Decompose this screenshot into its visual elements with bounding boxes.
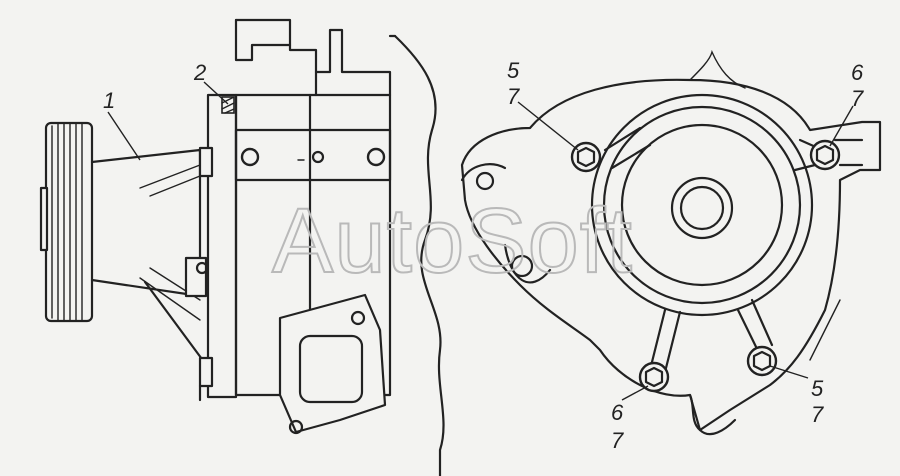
callout-5-bottom-right: 5 [811, 376, 824, 401]
callout-6-bottom-left: 6 [611, 400, 624, 425]
pump-housing-front [460, 78, 882, 432]
impeller-outer [590, 93, 814, 317]
watermark-text: AutoSoft [272, 190, 633, 292]
callout-1: 1 [103, 88, 115, 113]
pulley [39, 121, 94, 323]
bolt-top-left [570, 141, 602, 173]
side-view [39, 18, 445, 476]
shaft-boss [670, 176, 734, 240]
callouts: 1 2 5 7 6 7 6 7 5 7 [103, 58, 864, 453]
callout-2: 2 [193, 60, 206, 85]
bolt-bottom-left [638, 361, 670, 393]
callout-7-bottom-right: 7 [811, 402, 824, 427]
shaft-bore [679, 185, 725, 231]
bolt-bottom-right [746, 345, 778, 377]
flange [198, 93, 238, 402]
bolt-top-right [809, 139, 841, 171]
callout-7-bottom-left: 7 [611, 428, 624, 453]
callout-7-top-left: 7 [507, 84, 520, 109]
outlet-flange [278, 293, 387, 435]
front-view [460, 49, 882, 436]
hub [90, 148, 212, 372]
callout-7-top-right: 7 [851, 86, 864, 111]
leader-lines [107, 81, 854, 401]
block-edge [393, 34, 445, 476]
callout-6-top-right: 6 [851, 60, 864, 85]
callout-5-top-left: 5 [507, 58, 520, 83]
